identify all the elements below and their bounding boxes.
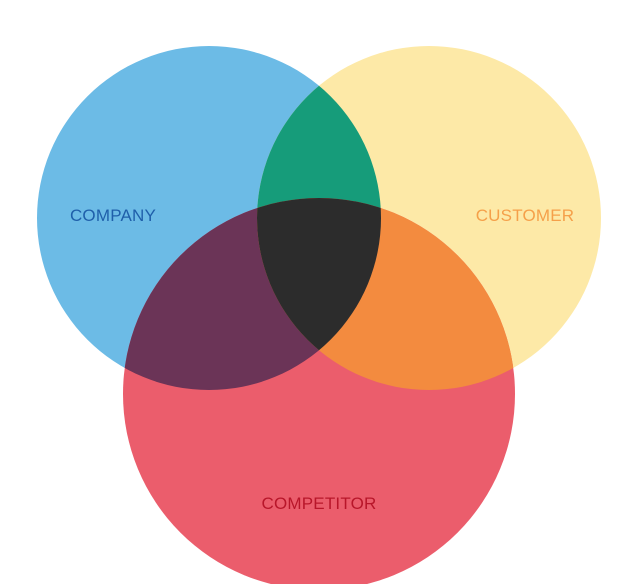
- customer-competitor-overlap: [257, 198, 515, 390]
- company-competitor-overlap: [123, 198, 381, 390]
- competitor-label: COMPETITOR: [261, 494, 376, 513]
- company-label: COMPANY: [70, 206, 156, 225]
- customer-label: CUSTOMER: [476, 206, 575, 225]
